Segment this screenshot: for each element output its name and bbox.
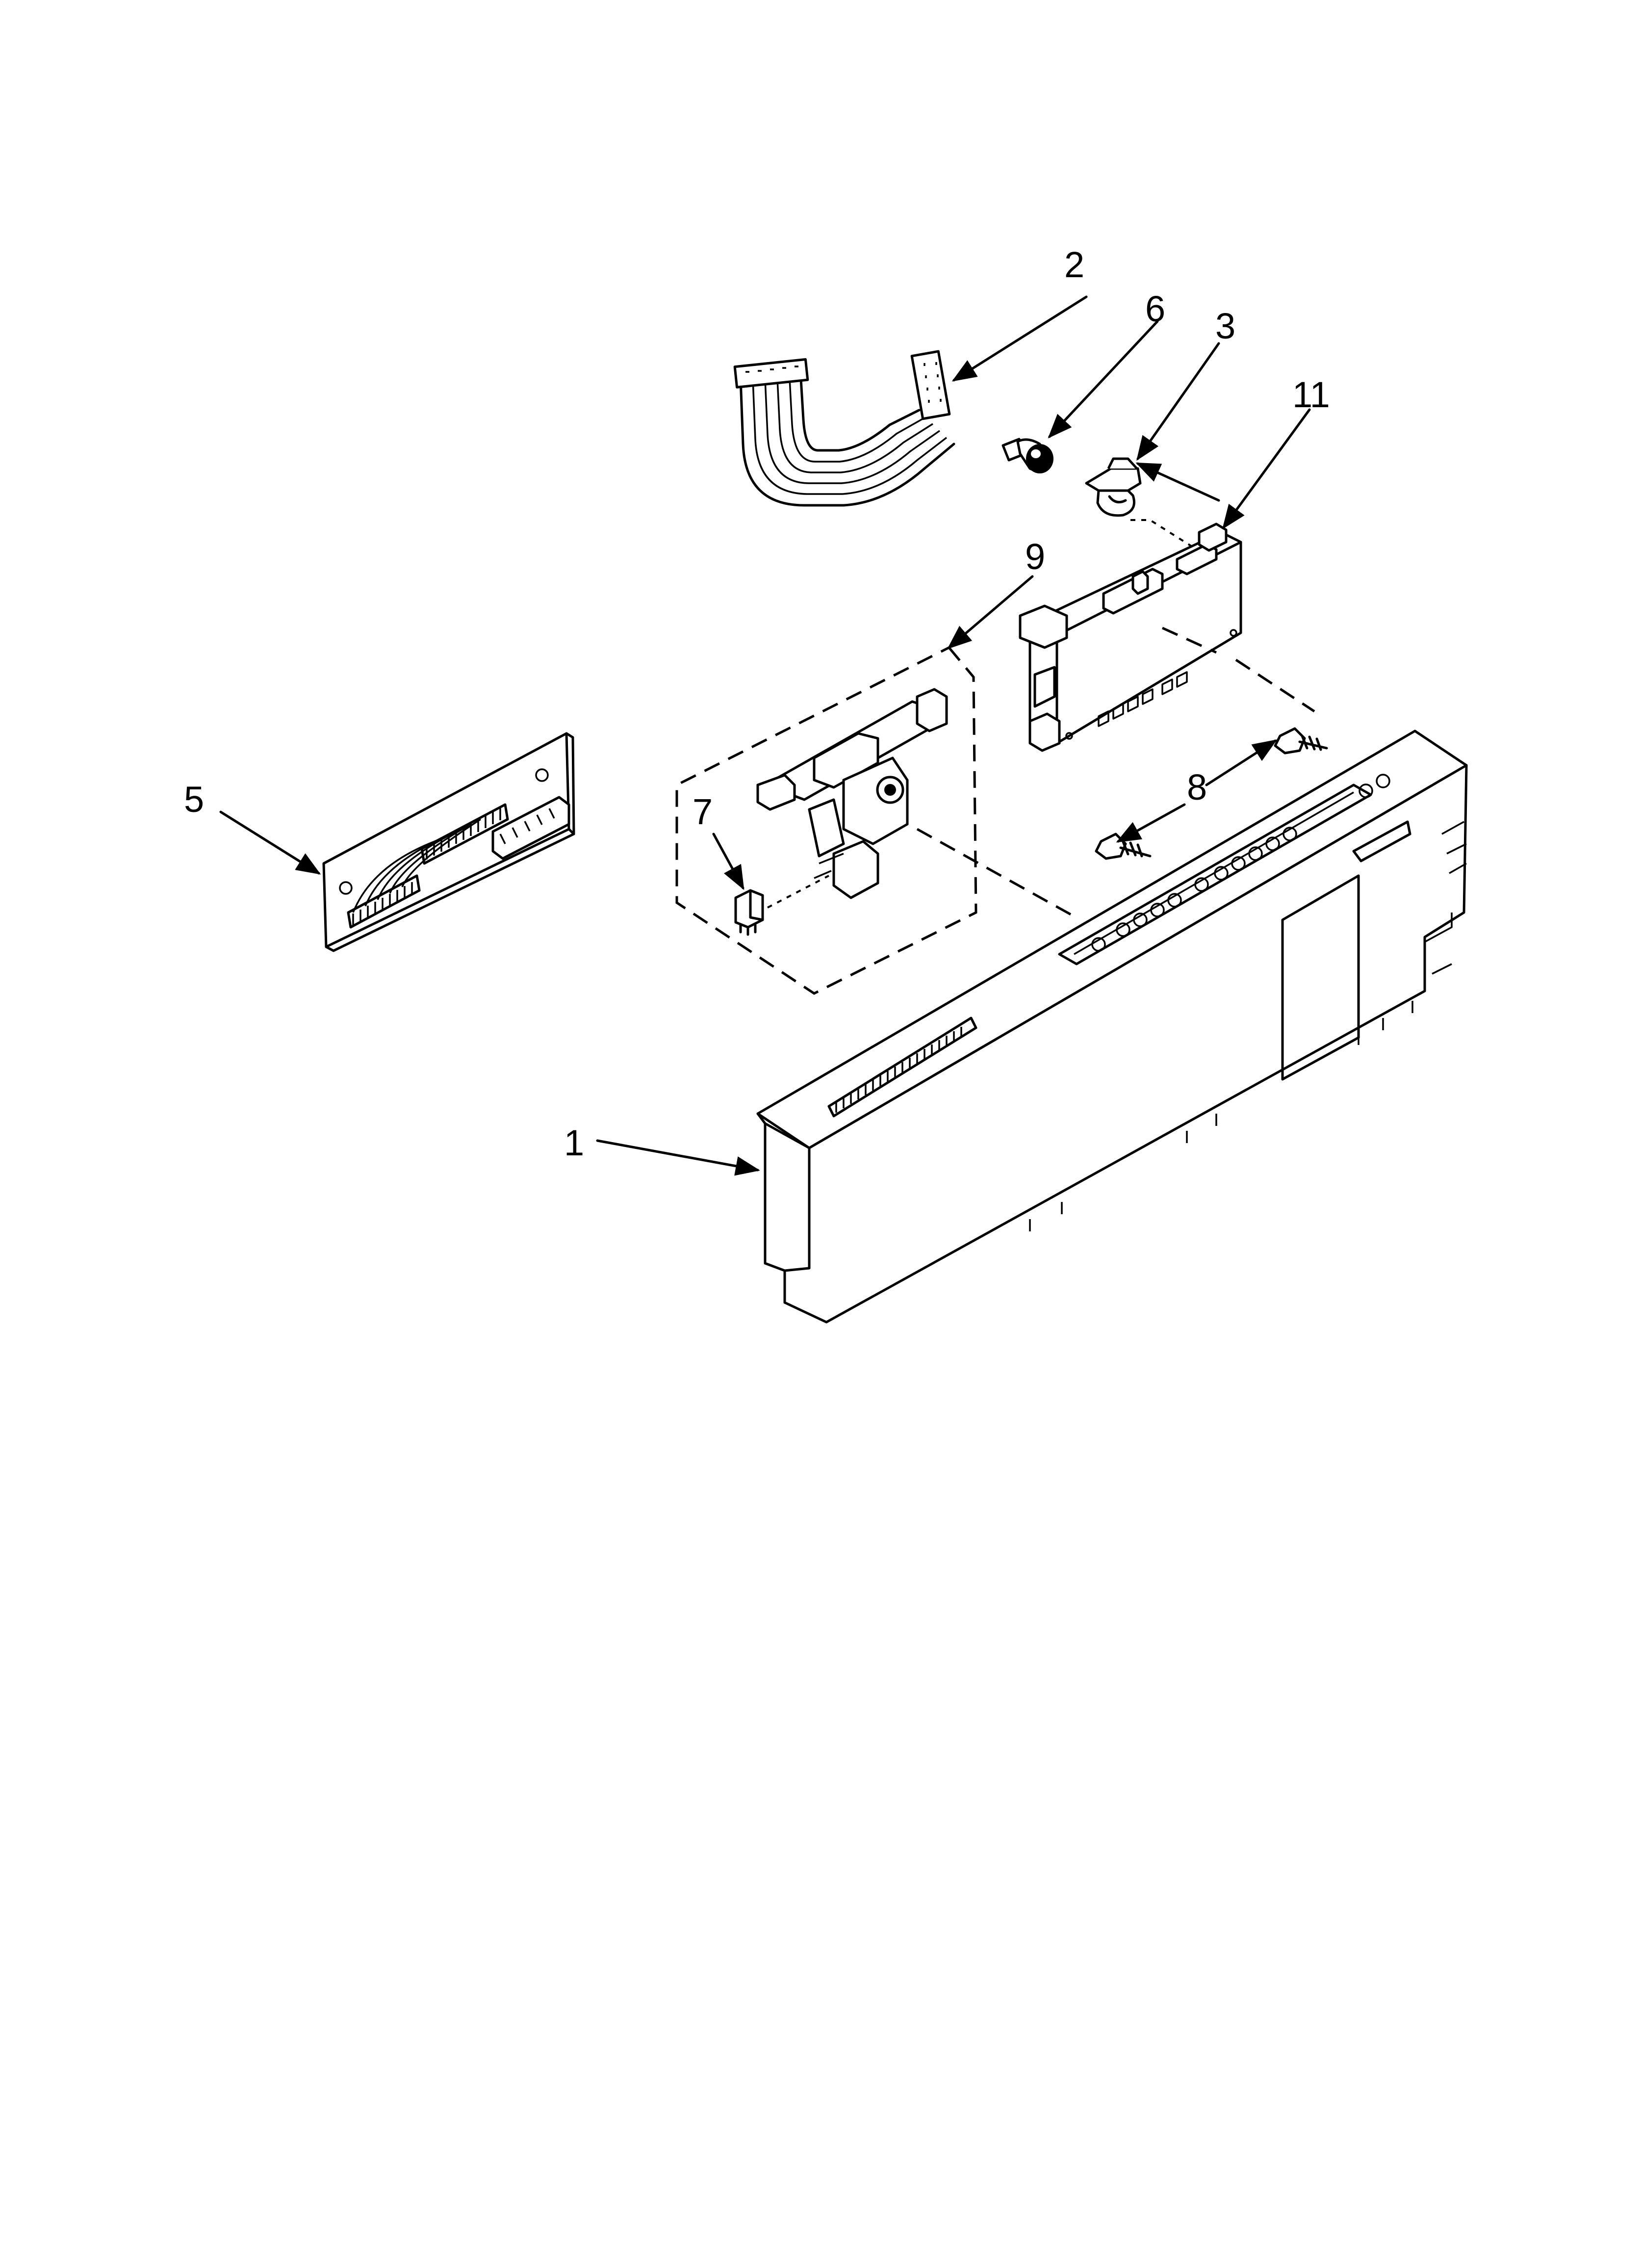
alignment-line <box>1235 658 1315 713</box>
alignment-line <box>767 875 829 909</box>
callout-1: 1 <box>564 1122 584 1163</box>
leader-lines <box>219 295 1311 1176</box>
alignment-line <box>1161 626 1217 654</box>
thermal-fuse-icon <box>1001 438 1053 473</box>
alignment-line <box>916 828 1073 916</box>
control-panel-console-icon <box>756 730 1468 1324</box>
door-latch-assembly-icon <box>675 646 977 995</box>
callout-8: 8 <box>1187 767 1207 808</box>
callout-9: 9 <box>1025 536 1045 577</box>
micro-switch-icon <box>734 889 764 936</box>
callout-7: 7 <box>693 791 713 832</box>
wire-clip-icon <box>1085 457 1142 517</box>
callout-5: 5 <box>184 779 204 820</box>
electronic-control-board-icon <box>1019 522 1242 752</box>
interface-circuit-board-icon <box>322 732 575 952</box>
ribbon-cable-harness-icon <box>733 350 955 507</box>
callout-labels: 1 2 3 5 6 7 8 9 11 <box>184 244 1330 1163</box>
callout-3: 3 <box>1215 306 1235 346</box>
callout-2: 2 <box>1064 244 1084 285</box>
screw-icon <box>1274 727 1328 755</box>
callout-6: 6 <box>1145 288 1165 329</box>
alignment-line <box>1130 519 1198 550</box>
callout-11: 11 <box>1292 374 1330 415</box>
